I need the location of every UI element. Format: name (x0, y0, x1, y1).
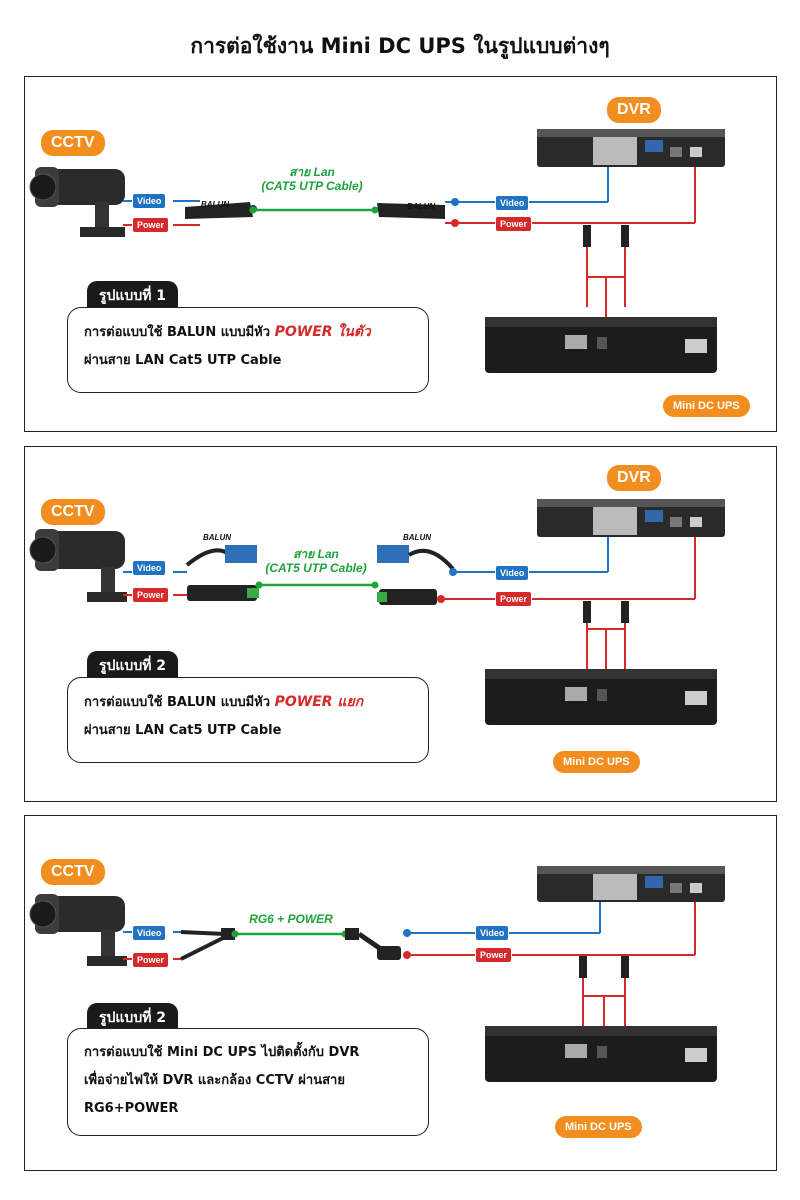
cable-label-line1: สาย Lan (289, 165, 335, 179)
power-tag-camera: Power (132, 587, 170, 603)
video-tag-camera: Video (132, 925, 167, 941)
layout-tab: รูปแบบที่ 2 (87, 1003, 179, 1031)
dvr-badge: DVR (607, 97, 661, 123)
power-tag-camera: Power (132, 952, 170, 968)
desc-line2: ผ่านสาย LAN Cat5 UTP Cable (84, 723, 282, 738)
power-tag-dvr: Power (495, 216, 533, 232)
rg6-connector-left-icon (180, 928, 235, 961)
dvr-device-icon (537, 866, 725, 902)
video-tag-camera: Video (132, 560, 167, 576)
desc-line2: ผ่านสาย LAN Cat5 UTP Cable (84, 353, 282, 368)
mini-ups-device-icon (485, 1026, 717, 1082)
cctv-badge: CCTV (41, 859, 105, 885)
video-tag-dvr: Video (475, 925, 510, 941)
dvr-badge: DVR (607, 465, 661, 491)
cctv-camera-icon (29, 529, 127, 602)
rg6-connector-right-icon (345, 928, 401, 960)
power-tag-dvr: Power (475, 947, 513, 963)
power-tag-dvr: Power (495, 591, 533, 607)
cable-label: RG6 + POWER (231, 912, 351, 926)
balun-left-icon (185, 545, 259, 601)
mini-ups-badge: Mini DC UPS (553, 751, 640, 773)
video-tag-camera: Video (132, 193, 167, 209)
dvr-device-icon (537, 129, 725, 167)
cctv-badge: CCTV (41, 499, 105, 525)
desc-highlight: POWER แยก (274, 694, 364, 710)
desc-line2: เพื่อจ่ายไฟให้ DVR และกล้อง CCTV ผ่านสาย (84, 1073, 345, 1088)
balun-label-right: BALUN (407, 202, 435, 211)
panel-layout-2: CCTV DVR Mini DC UPS Video Power Video P… (24, 446, 777, 802)
cable-label-line2: (CAT5 UTP Cable) (265, 561, 367, 575)
wiring-diagram-1 (29, 129, 725, 373)
balun-right-icon (377, 545, 455, 605)
balun-label-right: BALUN (403, 533, 431, 542)
balun-label-left: BALUN (201, 200, 229, 209)
balun-label-left: BALUN (203, 533, 231, 542)
layout-tab: รูปแบบที่ 2 (87, 651, 179, 679)
cable-label: สาย Lan (CAT5 UTP Cable) (251, 547, 381, 575)
desc-line1: การต่อแบบใช้ BALUN แบบมีหัว (84, 695, 275, 710)
dvr-device-icon (537, 499, 725, 537)
desc-line1: การต่อแบบใช้ BALUN แบบมีหัว (84, 325, 275, 340)
cctv-camera-icon (29, 167, 125, 237)
video-tag-dvr: Video (495, 195, 530, 211)
layout-tab: รูปแบบที่ 1 (87, 281, 179, 309)
mini-ups-device-icon (485, 669, 717, 725)
mini-ups-device-icon (485, 317, 717, 373)
mini-ups-badge: Mini DC UPS (663, 395, 750, 417)
desc-highlight: POWER ในตัว (274, 324, 371, 340)
mini-ups-badge: Mini DC UPS (555, 1116, 642, 1138)
layout-description: การต่อแบบใช้ Mini DC UPS ไปติดตั้งกับ DV… (67, 1028, 429, 1136)
desc-line3: RG6+POWER (84, 1101, 179, 1116)
layout-description: การต่อแบบใช้ BALUN แบบมีหัว POWER ในตัว … (67, 307, 429, 393)
wiring-diagram-2 (29, 499, 725, 725)
balun-right-icon (377, 203, 445, 219)
cable-label-line2: (CAT5 UTP Cable) (261, 179, 363, 193)
cctv-camera-icon (29, 894, 127, 966)
panel-layout-1: CCTV DVR Mini DC UPS Video Power Video P… (24, 76, 777, 432)
cable-label-line1: สาย Lan (293, 547, 339, 561)
cable-label: สาย Lan (CAT5 UTP Cable) (247, 165, 377, 193)
cctv-badge: CCTV (41, 130, 105, 156)
power-tag-camera: Power (132, 217, 170, 233)
page-title: การต่อใช้งาน Mini DC UPS ในรูปแบบต่างๆ (190, 34, 610, 58)
desc-line1: การต่อแบบใช้ Mini DC UPS ไปติดตั้งกับ DV… (84, 1045, 360, 1060)
panel-layout-3: CCTV Mini DC UPS Video Power Video Power… (24, 815, 777, 1171)
layout-description: การต่อแบบใช้ BALUN แบบมีหัว POWER แยก ผ่… (67, 677, 429, 763)
wiring-diagram-3 (29, 866, 725, 1082)
video-tag-dvr: Video (495, 565, 530, 581)
cable-label-line1: RG6 + POWER (249, 912, 333, 926)
